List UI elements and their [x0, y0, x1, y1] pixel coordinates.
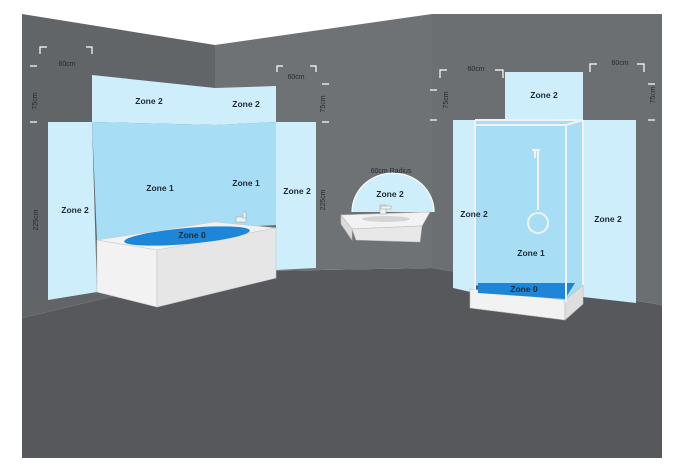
bath-zone2-top — [92, 75, 215, 125]
bath-zone1-main-label: Zone 1 — [146, 183, 174, 193]
bath-dimension-marks — [30, 46, 329, 123]
shower-area: Zone 2 Zone 2 Zone 2 Zone 1 Zone 0 60cm … — [430, 60, 657, 321]
shower-water-zone0 — [478, 283, 575, 299]
bath-zone2-left-label: Zone 2 — [61, 205, 89, 215]
basin-tap-icon — [379, 204, 392, 215]
shower-dim-60-left: 60cm — [467, 66, 484, 73]
basin-body — [351, 225, 423, 243]
bath-dim-75-right: 75cm — [320, 95, 327, 112]
bath-dim-225-right: 225cm — [320, 189, 327, 210]
shower-zone2-right-label: Zone 2 — [594, 214, 622, 224]
shower-zone2-top — [505, 72, 583, 120]
bath-zone0-label: Zone 0 — [178, 230, 206, 240]
shower-zone1-label: Zone 1 — [517, 248, 545, 258]
basin-bowl — [362, 216, 410, 222]
shower-dimension-marks — [430, 63, 655, 121]
shower-zone1 — [475, 120, 583, 305]
bath-tap-icon — [235, 211, 247, 223]
bath-zone1-right — [215, 122, 276, 228]
basin-zone2-radius — [351, 173, 434, 212]
basin-zone2-label: Zone 2 — [376, 189, 404, 199]
bath-dim-225-left: 225cm — [33, 209, 40, 230]
bath-zone1-main — [92, 122, 215, 240]
basin-radius-arc — [351, 172, 435, 213]
bath-zone2-right-label: Zone 2 — [283, 186, 311, 196]
shower-tray-side — [564, 284, 584, 321]
bath-dim-60-left: 60cm — [58, 61, 75, 68]
basin-area: 60cm Radius Zone 2 — [340, 168, 435, 243]
bath-zone2-left — [48, 122, 97, 300]
basin-radius-label: 60cm Radius — [371, 168, 412, 175]
bath-water-zone0 — [124, 226, 250, 246]
bath-zone2-top-right-label: Zone 2 — [232, 99, 260, 109]
shower-zone2-top-label: Zone 2 — [530, 90, 558, 100]
floor — [22, 268, 662, 458]
bath-zone2-top-label: Zone 2 — [135, 96, 163, 106]
shower-dim-60-right: 60cm — [611, 60, 628, 67]
shower-zone2-left — [453, 120, 475, 293]
bath-dim-60-right: 60cm — [287, 74, 304, 81]
shower-dim-75-left: 75cm — [443, 91, 450, 108]
bath-dim-75-left: 75cm — [32, 92, 39, 109]
shower-dim-75-right: 75cm — [650, 86, 657, 103]
shower-zone2-left-label: Zone 2 — [460, 209, 488, 219]
bath-zone1-right-label: Zone 1 — [232, 178, 260, 188]
bath-zone2-top-right — [215, 86, 276, 125]
basin-front — [340, 214, 353, 241]
bath-zone2-right — [276, 122, 316, 270]
shower-zone2-right — [583, 120, 636, 303]
shower-zone0-label: Zone 0 — [510, 284, 538, 294]
shower-head-icon — [527, 149, 549, 234]
bath-area: Zone 2 Zone 2 Zone 2 Zone 2 Zone 1 Zone … — [30, 46, 329, 308]
shower-frame — [474, 119, 584, 302]
